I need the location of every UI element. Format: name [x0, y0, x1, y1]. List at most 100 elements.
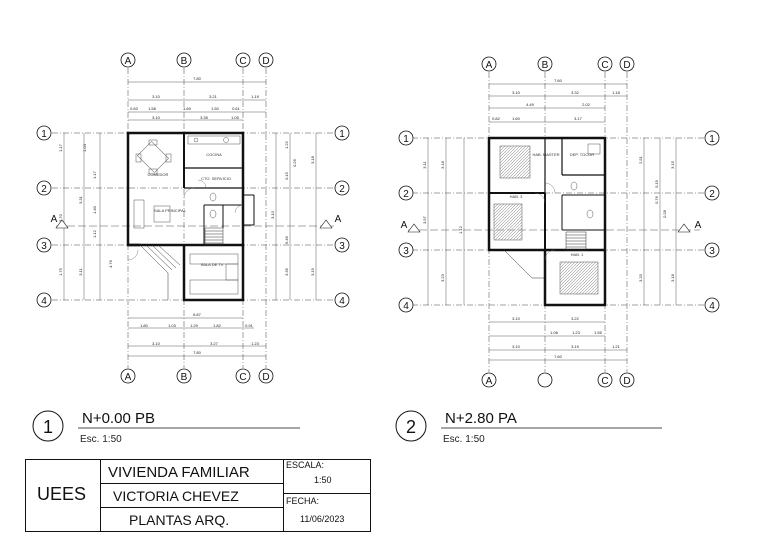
plan1-room-label: SALA DE TV	[201, 262, 224, 267]
svg-text:4: 4	[403, 301, 409, 312]
plan2-bath-fixtures	[570, 143, 601, 219]
title-block-org: UEES	[37, 484, 87, 504]
title-block-divider	[100, 483, 284, 508]
svg-text:1.03: 1.03	[168, 323, 177, 328]
svg-text:N+2.80 PA: N+2.80 PA	[445, 410, 517, 427]
svg-text:2: 2	[339, 184, 345, 195]
svg-text:3.18: 3.18	[310, 155, 315, 164]
plan1-dining-set	[135, 139, 172, 175]
svg-text:0.19: 0.19	[654, 179, 659, 188]
svg-text:7.80: 7.80	[193, 350, 202, 355]
svg-text:3.20: 3.20	[638, 273, 643, 282]
svg-text:1.05: 1.05	[231, 115, 240, 120]
title-block-date-label: FECHA:	[286, 496, 320, 506]
svg-text:0.91: 0.91	[245, 323, 254, 328]
svg-text:3.35: 3.35	[200, 115, 209, 120]
svg-text:3.10: 3.10	[512, 90, 521, 95]
svg-text:0.61: 0.61	[232, 106, 241, 111]
plan2-section-markers: A A	[401, 220, 702, 233]
svg-text:3: 3	[339, 241, 345, 252]
svg-text:1.50: 1.50	[211, 106, 220, 111]
svg-text:3.10: 3.10	[512, 344, 521, 349]
svg-text:A: A	[695, 220, 702, 231]
svg-text:1.23: 1.23	[251, 341, 260, 346]
svg-text:3.97: 3.97	[422, 215, 427, 224]
svg-text:2.51: 2.51	[638, 155, 643, 164]
plan1-grid-bubbles	[36, 52, 350, 384]
svg-text:B: B	[181, 372, 188, 383]
svg-text:7.80: 7.80	[193, 76, 202, 81]
plan1-room-label: COCINA	[206, 152, 222, 157]
svg-text:2: 2	[403, 189, 409, 200]
svg-text:B: B	[181, 56, 188, 67]
svg-text:A: A	[401, 220, 408, 231]
svg-text:1: 1	[339, 129, 345, 140]
svg-text:3.35: 3.35	[284, 267, 289, 276]
svg-text:C: C	[601, 376, 608, 387]
svg-text:D: D	[623, 60, 630, 71]
svg-text:3.17: 3.17	[574, 116, 583, 121]
title-block-project: VIVIENDA FAMILIAR	[108, 464, 250, 481]
svg-text:1.58: 1.58	[148, 106, 157, 111]
svg-text:3: 3	[709, 246, 715, 257]
svg-text:3.23: 3.23	[440, 273, 445, 282]
svg-text:Esc. 1:50: Esc. 1:50	[443, 434, 485, 445]
svg-text:Esc. 1:50: Esc. 1:50	[80, 434, 122, 445]
svg-text:4: 4	[41, 296, 47, 307]
svg-text:0.82: 0.82	[492, 116, 501, 121]
svg-text:6.49: 6.49	[284, 235, 289, 244]
plan1-room-label: CTO. SERVICIO	[201, 176, 231, 181]
plan2-beds	[493, 145, 599, 295]
plan1-dimension-lines	[63, 81, 317, 357]
svg-text:1.19: 1.19	[251, 94, 260, 99]
svg-text:1.21: 1.21	[612, 344, 621, 349]
plan1-room-label: SALA PRINCIPAL	[154, 208, 187, 213]
plan1-walls	[126, 131, 255, 302]
svg-text:3.70: 3.70	[58, 213, 63, 222]
svg-text:C: C	[601, 60, 608, 71]
svg-text:3.31: 3.31	[78, 195, 83, 204]
svg-text:D: D	[623, 376, 630, 387]
svg-text:A: A	[335, 214, 342, 225]
svg-text:4.76: 4.76	[108, 259, 113, 268]
svg-text:3.15: 3.15	[670, 160, 675, 169]
svg-text:1.29: 1.29	[190, 323, 199, 328]
plan2-room-label: HAB. MASTER	[532, 152, 559, 157]
svg-text:N+0.00 PB: N+0.00 PB	[82, 410, 155, 427]
svg-text:1.55: 1.55	[594, 330, 603, 335]
svg-text:1.80: 1.80	[140, 323, 149, 328]
svg-text:1: 1	[43, 417, 53, 437]
svg-text:C: C	[239, 372, 246, 383]
plan2-room-label: HAB. 1	[571, 252, 584, 257]
svg-text:6.87: 6.87	[193, 312, 202, 317]
svg-text:3.27: 3.27	[210, 341, 219, 346]
plan2-door-swings	[534, 182, 556, 261]
plan2-room-label: DEP. TOCOR	[570, 152, 594, 157]
plan1-room-label: COMEDOR	[148, 172, 169, 177]
title-block-right-divider	[283, 493, 371, 494]
plan1-door-swings	[127, 179, 244, 261]
plan1-stairs	[139, 227, 224, 300]
plan-1-ground-floor: COMEDOR COCINA CTO. SERVICIO SALA PRINCI…	[32, 52, 350, 445]
svg-text:1.08: 1.08	[550, 330, 559, 335]
svg-text:3.11: 3.11	[422, 160, 427, 168]
svg-text:4.49: 4.49	[526, 102, 535, 107]
svg-text:3.10: 3.10	[152, 94, 161, 99]
svg-text:A: A	[486, 376, 493, 387]
plan1-title-block: 1 N+0.00 PB Esc. 1:50	[32, 410, 300, 445]
svg-text:2: 2	[41, 184, 47, 195]
svg-text:A: A	[125, 56, 132, 67]
svg-text:1.12: 1.12	[458, 225, 463, 234]
svg-text:3.10: 3.10	[512, 316, 521, 321]
svg-text:1.04: 1.04	[82, 143, 87, 152]
svg-text:1: 1	[41, 129, 47, 140]
svg-text:0.26: 0.26	[292, 158, 297, 167]
plan1-grid-horizontal	[52, 132, 334, 301]
svg-text:1: 1	[403, 134, 409, 145]
svg-text:4: 4	[709, 301, 715, 312]
svg-text:7.60: 7.60	[554, 354, 563, 359]
plan2-stairs	[503, 231, 587, 279]
svg-text:1.22: 1.22	[284, 140, 289, 149]
svg-text:0.28: 0.28	[662, 209, 667, 218]
plan-2-upper-floor: HAB. MASTER DEP. TOCOR HAB. 3 HAB. 1 7.6…	[395, 56, 720, 445]
